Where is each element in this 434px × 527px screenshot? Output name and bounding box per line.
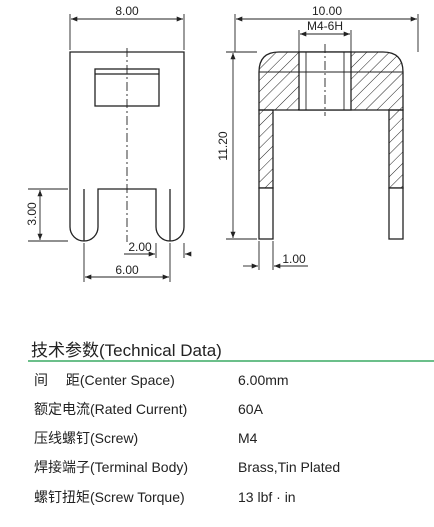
dim-side-width: 10.00 [312,4,342,18]
side-leg-left-hatched [258,109,274,189]
front-view [69,48,185,242]
section-divider [28,360,434,362]
section-title: 技术参数(Technical Data) [31,341,222,360]
spec-value: 60A [238,401,263,417]
spec-value: Brass,Tin Plated [238,459,341,475]
side-dimensions [226,14,419,270]
side-view [258,44,404,240]
front-body-outline [69,51,185,242]
dim-leg-thickness: 1.00 [282,252,306,266]
dim-thread: M4-6H [307,19,343,33]
dim-front-width: 8.00 [115,4,139,18]
dim-slot-width: 2.00 [128,240,152,254]
side-leg-right-hatched [388,109,404,189]
dim-center-space: 6.00 [115,263,139,277]
dim-height: 11.20 [216,131,230,160]
side-leg-left-pin [258,187,274,240]
spec-label: 额定电流(Rated Current) [34,401,188,417]
front-dimensions [28,14,192,282]
spec-label: 间 距(Center Space) [34,372,175,388]
technical-drawing: 8.00 10.00 M4-6H 11.20 3.00 2.00 6.00 1.… [25,4,419,282]
spec-value: 6.00mm [238,372,289,388]
spec-value: M4 [238,430,258,446]
spec-label: 压线螺钉(Screw) [34,430,139,446]
dim-slot-height: 3.00 [25,202,39,226]
spec-label: 螺钉扭矩(Screw Torque) [34,489,185,505]
spec-label: 焊接端子(Terminal Body) [34,459,189,475]
side-leg-right-pin [388,187,404,240]
spec-value: 13 lbf · in [238,489,296,505]
